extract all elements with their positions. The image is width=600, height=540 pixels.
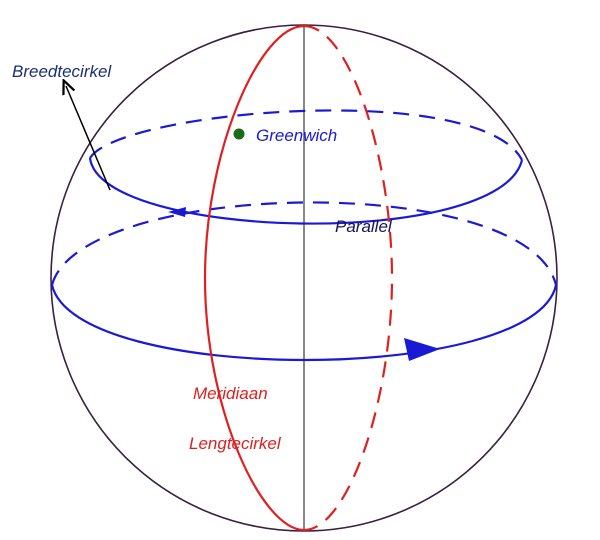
- upper-parallel-front: [88, 157, 524, 225]
- parallel-label: Parallel: [335, 217, 393, 236]
- breedtecirkel-pointer-arrow: [66, 86, 111, 191]
- equator-front: [50, 284, 558, 362]
- upper-parallel-back: [89, 109, 523, 161]
- meridiaan-label: Meridiaan: [193, 384, 268, 403]
- meridian-back: [303, 24, 394, 532]
- lengtecirkel-label: Lengtecirkel: [189, 434, 282, 453]
- equator-back: [50, 201, 558, 286]
- breedtecirkel-label: Breedtecirkel: [12, 62, 112, 81]
- upper-parallel-direction-arrow: [168, 207, 186, 217]
- equator-direction-arrow: [404, 338, 440, 361]
- greenwich-point: [233, 128, 245, 140]
- greenwich-label: Greenwich: [256, 126, 337, 145]
- meridian-front: [203, 24, 305, 532]
